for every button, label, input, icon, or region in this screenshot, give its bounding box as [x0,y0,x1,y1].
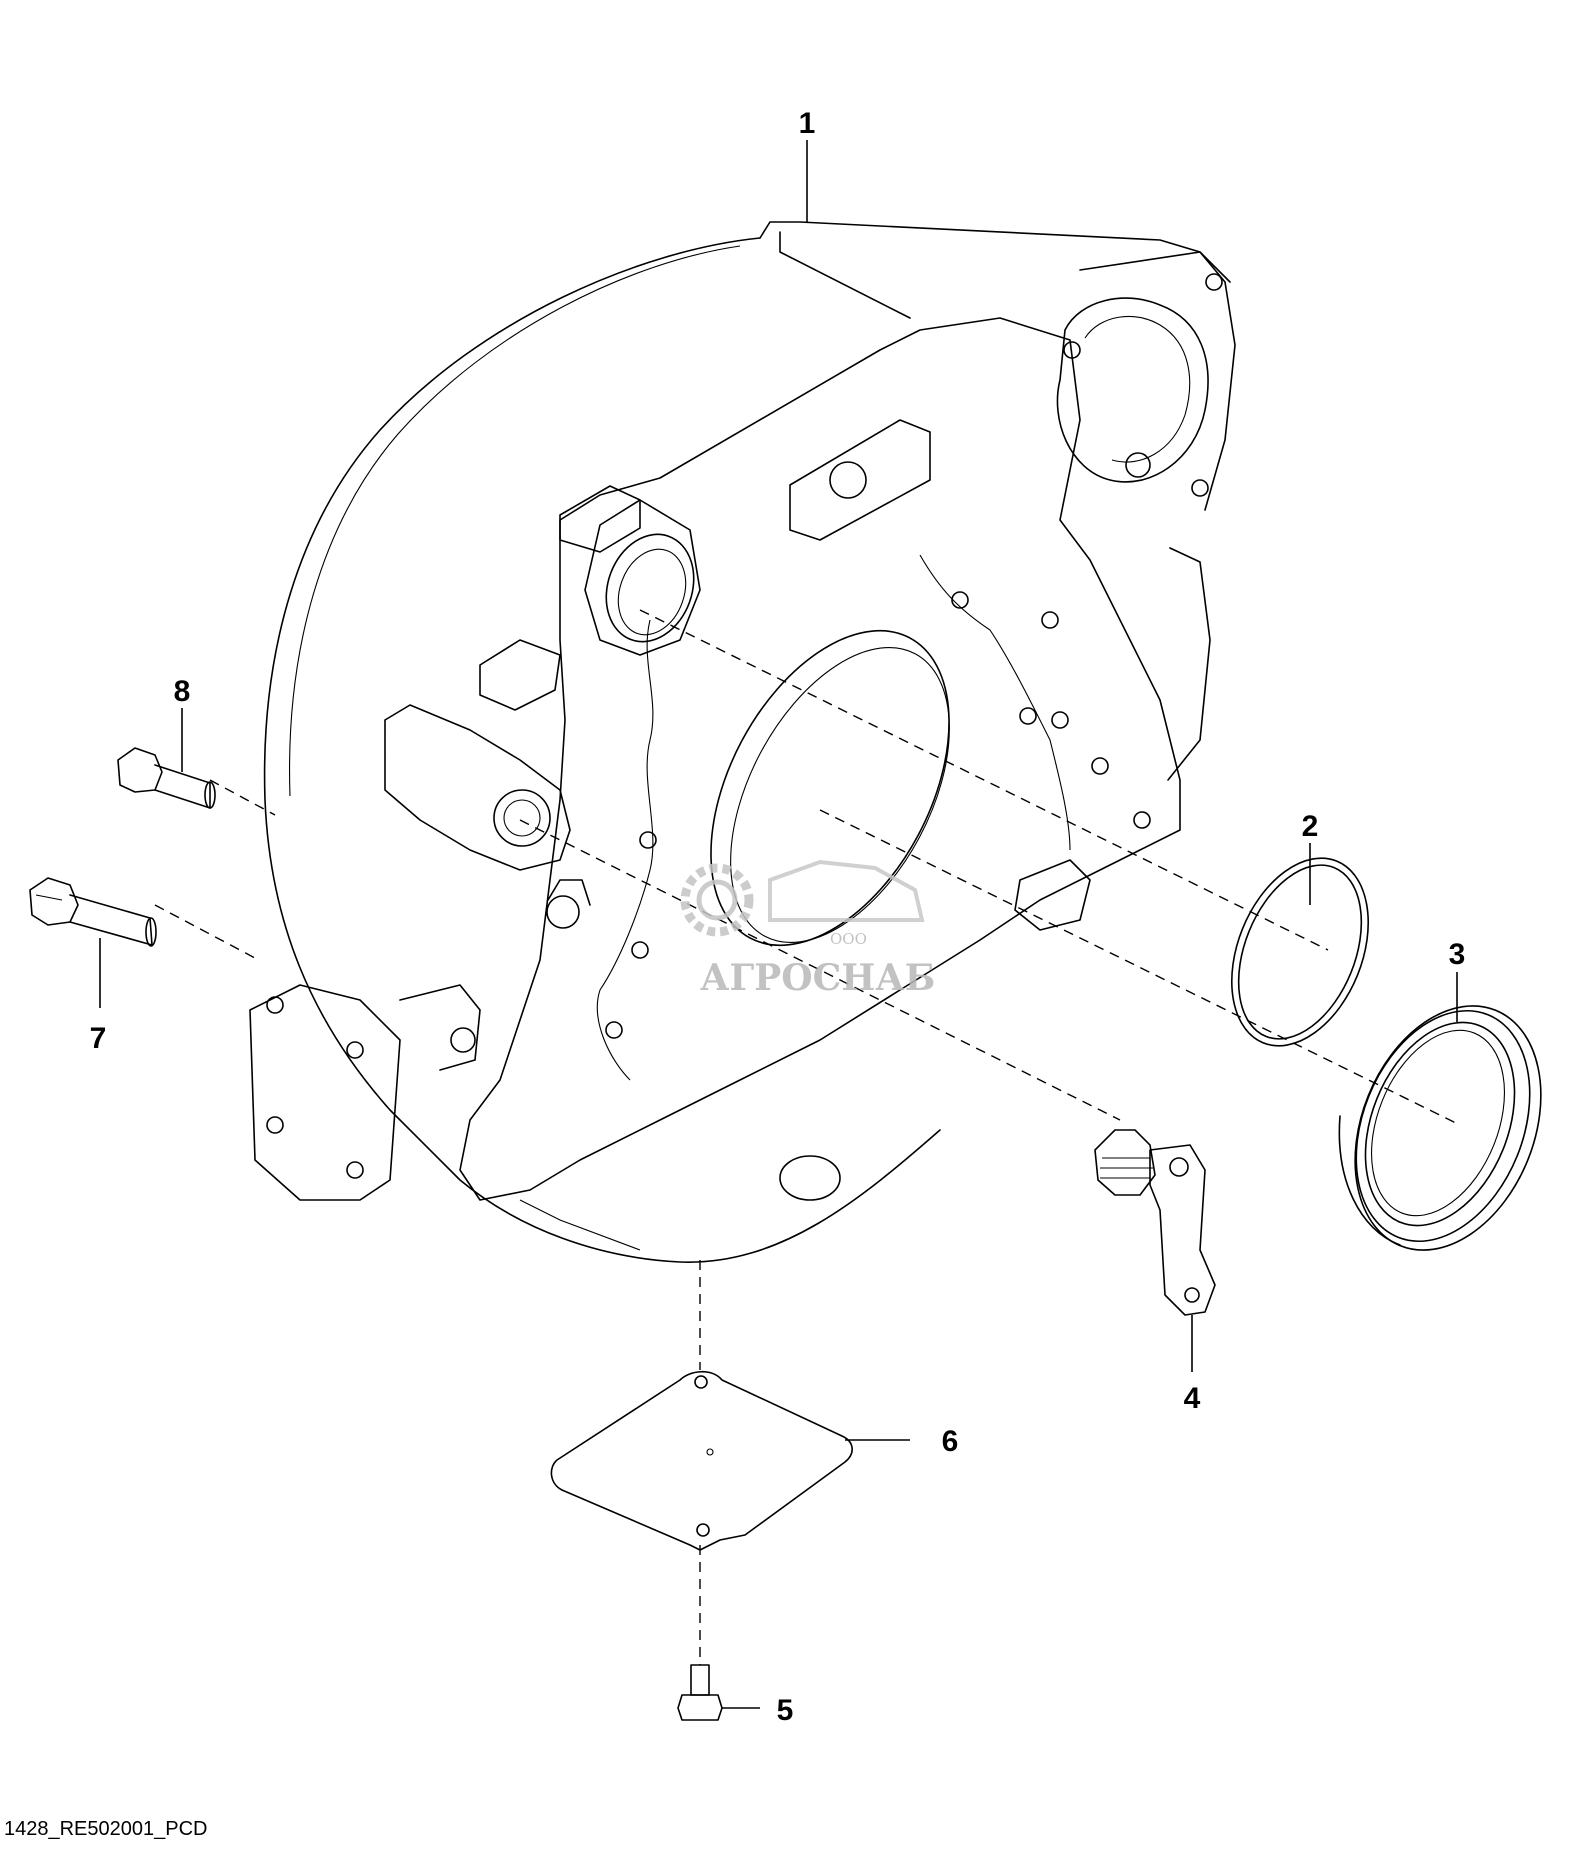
callout-6: 6 [942,1425,959,1458]
drain-plug [1094,1129,1216,1372]
short-bolt [117,708,216,809]
callout-2: 2 [1302,810,1319,843]
small-bolt [677,1664,760,1721]
callout-4: 4 [1184,1382,1201,1415]
watermark-small-text: ООО [830,930,867,948]
rear-seal [1338,972,1542,1251]
drawing-id-label: 1428_RE502001_PCD [4,1818,208,1840]
gasket-plate [550,1370,910,1551]
watermark-brand-text: АГРОСНАБ [700,957,935,999]
assembly-lines [154,609,1461,1665]
o-ring [1230,843,1370,1047]
callout-3: 3 [1449,938,1466,971]
flywheel-housing [249,140,1236,1263]
callout-5: 5 [777,1694,794,1727]
callout-8: 8 [174,675,191,708]
watermark-logo: ООО АГРОСНАБ [680,859,935,999]
callout-1: 1 [799,107,816,140]
callout-7: 7 [90,1022,107,1055]
long-bolt [29,877,157,1008]
